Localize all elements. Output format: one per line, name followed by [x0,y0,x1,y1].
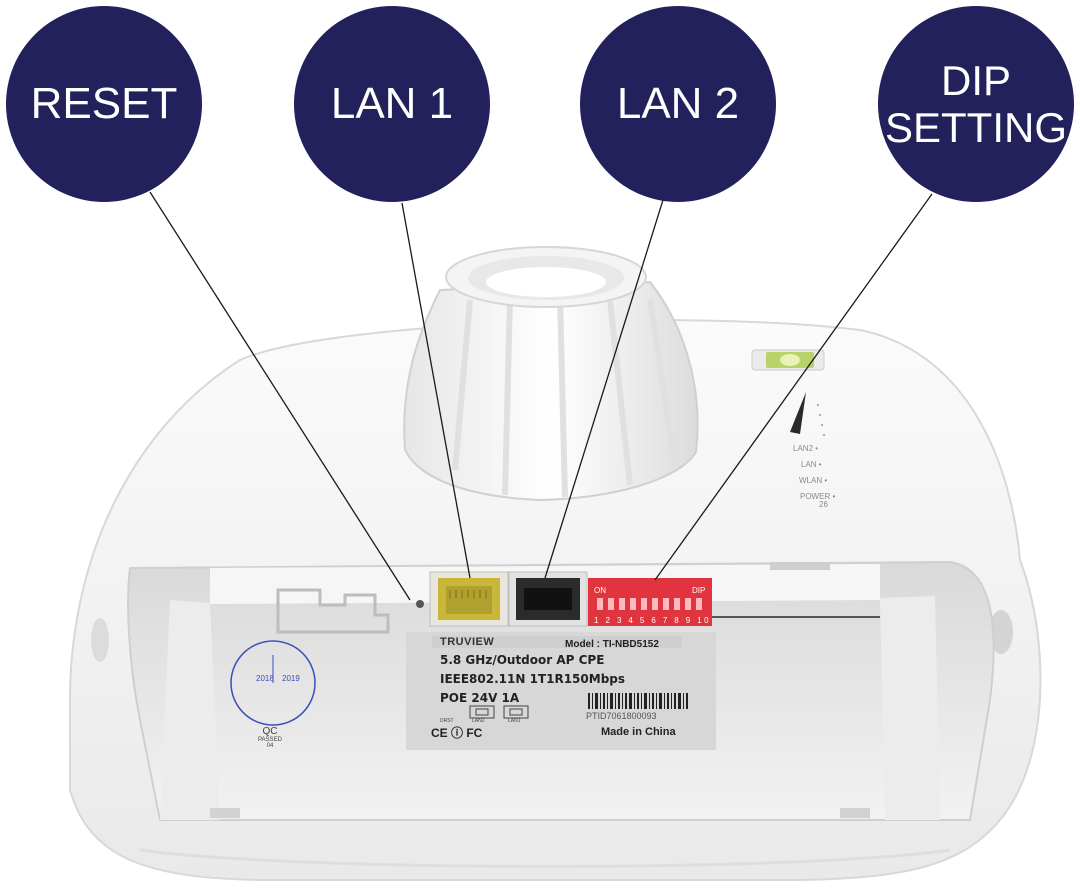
antenna-marker [790,392,806,434]
left-side-hole [91,618,109,662]
led-label-power: POWER • [800,492,836,501]
dip-setting-callout: DIP SETTING [878,6,1074,202]
qc-date-stamp [230,640,316,726]
label-made-in: Made in China [601,726,676,738]
lan2-callout: LAN 2 [580,6,776,202]
dip-on-label: ON [594,586,606,595]
dip-numbers: 1 2 3 4 5 6 7 8 9 10 [594,616,711,625]
barcode [588,693,688,709]
qc-year-2: 2019 [282,674,300,683]
label-spec-frequency: 5.8 GHz/Outdoor AP CPE [440,653,605,667]
label-serial: PTID7061800093 [586,711,657,721]
led-label-power-number: 26 [819,500,828,509]
label-port-lan1: LAN1 [508,718,521,724]
dip-label: DIP [692,586,706,595]
lan1-port [429,571,509,627]
lan1-callout-label: LAN 1 [330,79,454,129]
led-label-lan2: LAN2 • [793,444,819,453]
product-label [406,632,716,750]
pole-mount [403,246,699,502]
led-label-lan: LAN • [801,460,822,469]
dip-callout-line1: DIP [940,56,1011,104]
reset-callout: RESET [6,6,202,202]
lan2-callout-label: LAN 2 [616,79,740,129]
callout-lines [149,191,933,601]
led-label-wlan: WLAN • [799,476,828,485]
dip-callout-line2: SETTING [884,104,1067,151]
reset-hole [416,600,424,608]
label-spec-power: POE 24V 1A [440,691,520,705]
label-port-lan2: LAN2 [472,718,485,724]
qc-year-1: 2018 [256,674,274,683]
bubble-level [751,349,825,371]
label-model: Model : TI-NBD5152 [565,639,659,650]
power-socket-outline [276,588,390,634]
qc-text: QC [262,726,278,737]
qc-number: 04 [266,743,274,749]
reset-callout-label: RESET [30,79,178,129]
right-side-hole [989,610,1013,654]
dip-switch [588,578,712,626]
label-brand: TRUVIEW [440,636,495,648]
qc-passed: PASSED [258,737,282,743]
lan1-callout: LAN 1 [294,6,490,202]
label-port-drst: DRST [440,718,454,724]
qc-stamp: QC PASSED 04 [258,726,282,750]
label-spec-standard: IEEE802.11N 1T1R150Mbps [440,672,626,686]
lan2-port [508,571,588,627]
label-certifications: CE ⓘ FC [431,726,483,740]
